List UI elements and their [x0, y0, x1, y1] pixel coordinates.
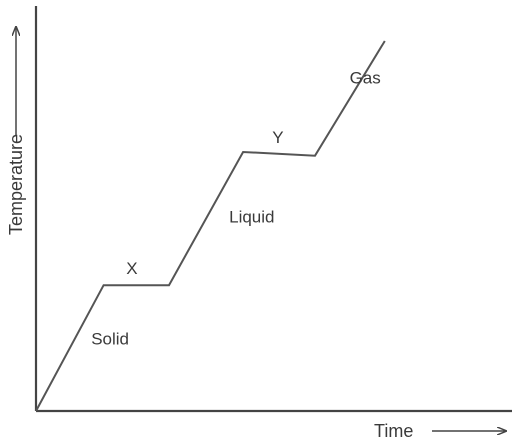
annotation-x: X: [126, 259, 137, 278]
phase-annotations: Solid X Liquid Y Gas: [91, 69, 381, 349]
annotation-y: Y: [272, 128, 283, 147]
x-axis-title: Time: [374, 421, 413, 441]
annotation-liquid: Liquid: [229, 207, 274, 226]
heating-curve-points: [36, 41, 385, 411]
heating-curve-line: [35, 40, 386, 412]
annotation-gas: Gas: [350, 69, 381, 88]
annotation-solid: Solid: [91, 329, 129, 348]
y-axis-title-group: Temperature: [6, 27, 26, 235]
x-axis-title-group: Time: [374, 421, 506, 441]
y-axis-title: Temperature: [6, 134, 26, 235]
